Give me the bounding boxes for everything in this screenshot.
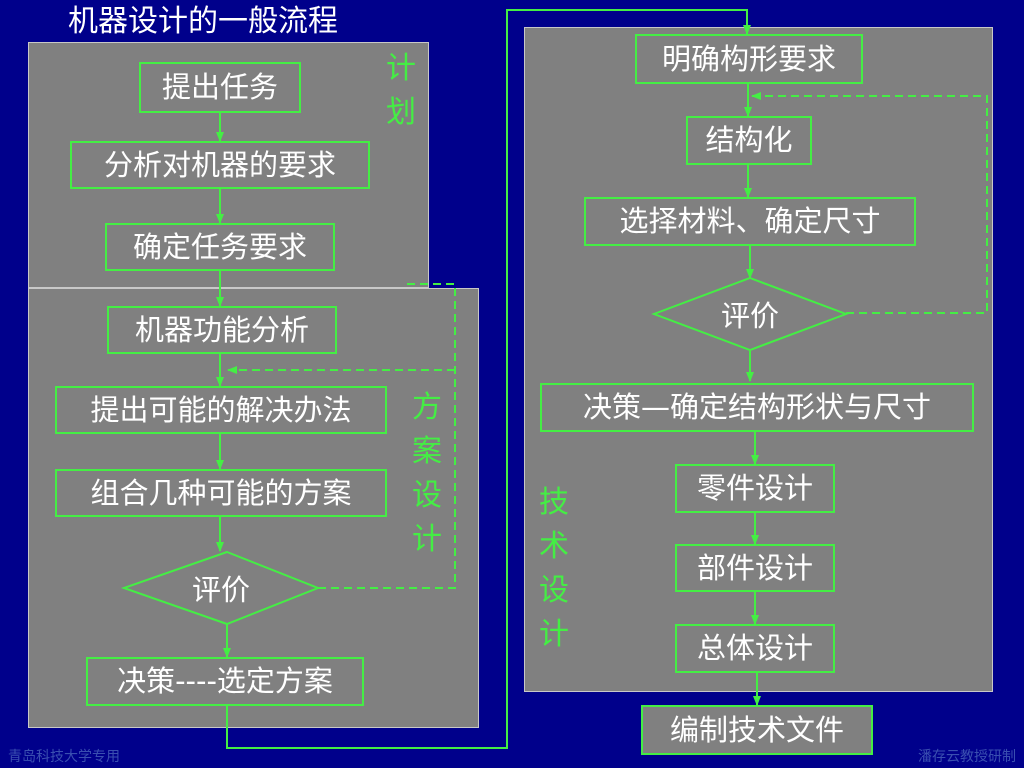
step-propose-task[interactable]: 提出任务 [139,62,301,113]
footer-right: 潘存云教授研制 [918,749,1016,765]
step-material-dimensions[interactable]: 选择材料、确定尺寸 [584,197,916,246]
step-final-structure[interactable]: 决策—确定结构形状与尺寸 [540,383,974,432]
feedback-technical [751,92,988,314]
step-possible-solutions[interactable]: 提出可能的解决办法 [55,386,387,434]
scheme-label: 方 案 设 计 [412,390,442,557]
connector-to-technical [226,9,751,749]
feedback-scheme [318,283,456,589]
footer-left: 青岛科技大学专用 [8,749,120,765]
evaluate-diamond-left [120,550,321,626]
step-part-design[interactable]: 零件设计 [675,464,835,513]
evaluate-diamond-right [651,276,849,352]
step-technical-documents[interactable]: 编制技术文件 [641,705,873,755]
page-title: 机器设计的一般流程 [68,4,338,39]
step-structuring[interactable]: 结构化 [686,116,812,165]
step-define-task-requirements[interactable]: 确定任务要求 [105,223,335,271]
evaluate-label-left: 评价 [191,573,250,607]
step-combine-schemes[interactable]: 组合几种可能的方案 [55,469,387,517]
step-define-configuration[interactable]: 明确构形要求 [635,34,863,84]
step-overall-design[interactable]: 总体设计 [675,624,835,673]
evaluate-label-right: 评价 [720,299,779,333]
step-select-scheme[interactable]: 决策----选定方案 [86,657,364,706]
step-analyze-requirements[interactable]: 分析对机器的要求 [70,141,370,189]
step-component-design[interactable]: 部件设计 [675,544,835,592]
step-function-analysis[interactable]: 机器功能分析 [107,306,337,354]
planning-label: 计 划 [386,51,416,130]
technical-label: 技 术 设 计 [539,485,569,652]
